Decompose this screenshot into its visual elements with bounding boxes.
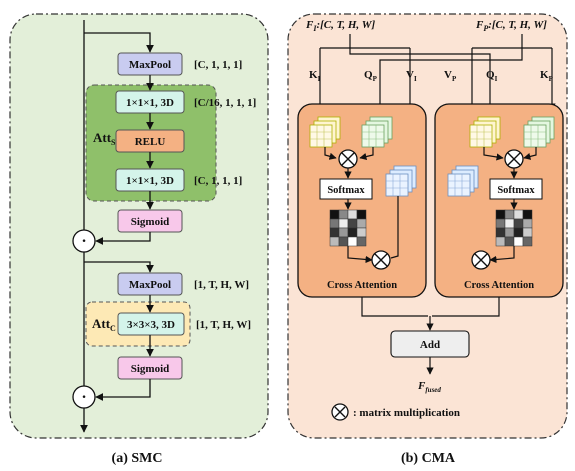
elementwise-multiply-node-1 xyxy=(72,229,96,253)
left-attention-map xyxy=(329,209,367,247)
left-k-label: KI xyxy=(309,69,321,83)
left-map-to-mult xyxy=(347,246,373,264)
dim-label-2: [C/16, 1, 1, 1] xyxy=(194,97,256,109)
matmul-legend-text: : matrix multiplication xyxy=(353,407,460,419)
right-v-feature-stack xyxy=(447,165,479,197)
relu-label: RELU xyxy=(135,136,166,148)
cma-caption: (b) CMA xyxy=(401,451,456,466)
left-matmul-icon-1 xyxy=(338,149,358,169)
att-c-label: AttC xyxy=(92,316,116,333)
right-matmul-icon-1 xyxy=(504,149,524,169)
smc-arrow-to-mult xyxy=(95,232,151,245)
smc-branch-arrow-2 xyxy=(84,261,154,273)
right-k-label: KP xyxy=(540,69,554,83)
right-cross-attention-title: Cross Attention xyxy=(464,280,534,291)
left-softmax-label: Softmax xyxy=(327,185,365,196)
right-output-line xyxy=(432,297,500,317)
sigmoid-label-2: Sigmoid xyxy=(131,363,170,375)
right-k-to-mult xyxy=(523,147,537,160)
left-matmul-icon-2 xyxy=(371,250,391,270)
fused-output-label: Ffused xyxy=(417,380,441,394)
right-q-feature-stack xyxy=(469,116,501,148)
dim-label-4: [1, T, H, W] xyxy=(194,279,249,291)
maxpool-label-1: MaxPool xyxy=(129,59,171,71)
left-q-feature-stack xyxy=(361,116,393,148)
right-softmax-label: Softmax xyxy=(497,185,535,196)
left-cross-attention-title: Cross Attention xyxy=(327,280,397,291)
smc-panel: AttSP MaxPool [C, 1, 1, 1] 1×1×1, 3D [C/… xyxy=(9,13,269,439)
fi-input-label: FI:[C, T, H, W] xyxy=(305,19,375,33)
multiply-dot-1: · xyxy=(81,233,86,250)
conv-label-1: 1×1×1, 3D xyxy=(126,97,174,109)
smc-branch-arrow-1 xyxy=(84,32,154,53)
dim-label-3: [C, 1, 1, 1] xyxy=(194,175,242,187)
right-softmax-block xyxy=(489,178,543,200)
right-k-feature-stack xyxy=(523,116,555,148)
add-label: Add xyxy=(420,339,440,351)
conv-label-2: 1×1×1, 3D xyxy=(126,175,174,187)
maxpool-label-2: MaxPool xyxy=(129,279,171,291)
right-map-to-mult xyxy=(489,246,515,264)
smc-arrow-to-mult-2 xyxy=(95,379,151,401)
fp-input-label: FP:[C, T, H, W] xyxy=(475,19,547,33)
left-output-line xyxy=(361,297,428,317)
elementwise-multiply-node-2 xyxy=(72,385,96,409)
left-q-to-mult xyxy=(359,147,374,161)
left-v-feature-stack xyxy=(385,165,417,197)
sigmoid-label-1: Sigmoid xyxy=(131,216,170,228)
cma-panel: FI:[C, T, H, W] FP:[C, T, H, W] KI QP VI… xyxy=(287,13,568,439)
right-attention-map xyxy=(495,209,533,247)
left-softmax-block xyxy=(319,178,373,200)
right-v-label: VP xyxy=(444,69,457,83)
left-q-label: QP xyxy=(364,69,378,83)
left-k-to-mult xyxy=(324,147,337,160)
left-k-feature-stack xyxy=(309,116,341,148)
dim-label-1: [C, 1, 1, 1] xyxy=(194,59,242,71)
smc-caption: (a) SMC xyxy=(112,451,163,466)
matmul-legend-icon xyxy=(331,403,349,421)
right-matmul-icon-2 xyxy=(471,250,491,270)
input-routing-lines xyxy=(319,34,553,62)
multiply-dot-2: · xyxy=(81,389,86,406)
dim-label-5: [1, T, H, W] xyxy=(196,319,251,331)
conv-label-3: 3×3×3, 3D xyxy=(127,319,175,331)
conv-block-3 xyxy=(117,312,185,336)
left-v-to-mult xyxy=(390,196,399,259)
right-q-to-mult xyxy=(483,147,504,161)
